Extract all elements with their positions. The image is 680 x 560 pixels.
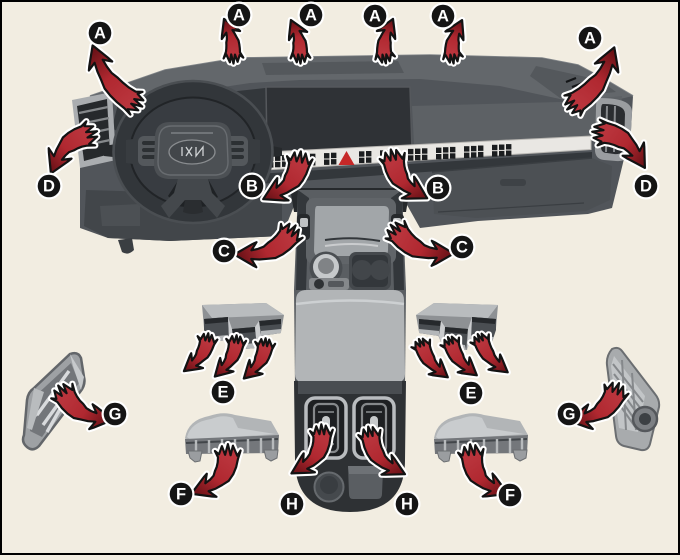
svg-text:H: H: [286, 495, 298, 513]
svg-text:A: A: [369, 7, 381, 25]
svg-text:A: A: [305, 6, 317, 24]
svg-text:A: A: [584, 29, 596, 47]
svg-text:E: E: [465, 384, 476, 402]
svg-text:F: F: [176, 485, 186, 503]
svg-text:A: A: [437, 7, 449, 25]
svg-text:F: F: [505, 486, 515, 504]
svg-text:E: E: [217, 383, 228, 401]
svg-text:B: B: [432, 179, 444, 197]
svg-text:D: D: [640, 177, 652, 195]
svg-text:A: A: [233, 6, 245, 24]
svg-text:G: G: [109, 405, 122, 423]
svg-text:G: G: [563, 405, 576, 423]
svg-text:H: H: [401, 495, 413, 513]
svg-text:A: A: [94, 24, 106, 42]
svg-text:D: D: [43, 177, 55, 195]
svg-text:C: C: [456, 238, 468, 256]
svg-text:B: B: [246, 177, 258, 195]
svg-text:C: C: [218, 242, 230, 260]
